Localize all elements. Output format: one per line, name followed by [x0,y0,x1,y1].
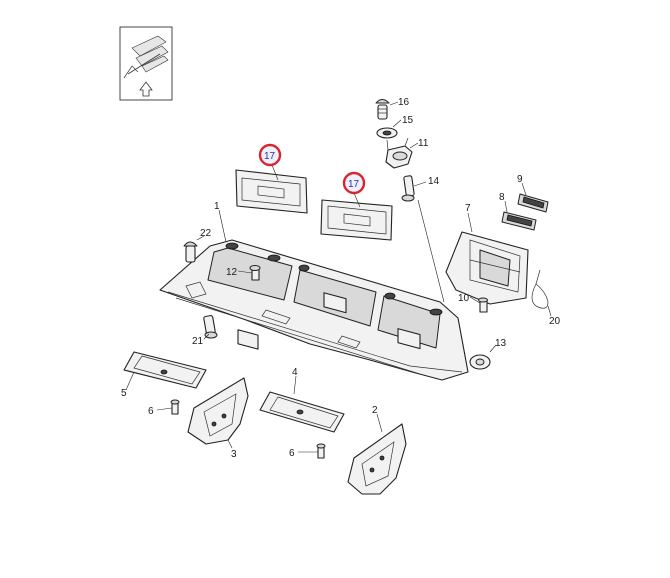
callout-5: 5 [121,388,127,399]
part-14-bolt [401,175,415,202]
part-7-side-bracket [445,231,529,305]
callout-7: 7 [465,203,471,214]
callout-21: 21 [192,336,204,347]
part-5-rail [123,351,207,389]
callout-9: 9 [517,174,523,185]
part-4-rail [259,391,345,433]
callout-17-left: 17 [264,151,276,162]
callout-6-left: 6 [148,406,154,417]
part-21-bolt [203,315,218,339]
callout-8: 8 [499,192,505,203]
callout-20: 20 [549,316,561,327]
callout-17-right: 17 [348,179,360,190]
part-13-cover [469,354,491,370]
callout-12: 12 [226,267,238,278]
callout-13: 13 [495,338,507,349]
part-6-screw-right [316,443,326,459]
callout-16: 16 [398,97,410,108]
callout-14: 14 [428,176,440,187]
part-17-cover-right [320,199,393,241]
part-9-switch [517,193,549,213]
highlight-ring-17-right [342,171,366,195]
callout-3: 3 [231,449,237,460]
part-17-cover-left [235,169,308,214]
highlight-ring-17-left [258,143,282,167]
callout-1: 1 [214,201,220,212]
part-1-rear-panel [159,239,469,381]
part-6-screw-left [170,399,180,415]
part-15-washer [376,127,398,139]
part-2-bracket [347,423,407,495]
part-10-screw [478,297,488,313]
part-11-bracket [385,137,413,169]
callout-4: 4 [292,367,298,378]
callout-15: 15 [402,115,414,126]
callout-10: 10 [458,293,470,304]
part-16-bolt [375,99,390,120]
orientation-view-icon [119,26,173,101]
callout-6-right: 6 [289,448,295,459]
callout-22: 22 [200,228,212,239]
part-3-bracket [187,377,249,445]
part-22-bolt [183,241,198,263]
part-12-clip [249,265,261,281]
part-8-switch [501,211,537,231]
callout-2: 2 [372,405,378,416]
callout-11: 11 [418,138,429,149]
part-20-cable [531,269,549,309]
